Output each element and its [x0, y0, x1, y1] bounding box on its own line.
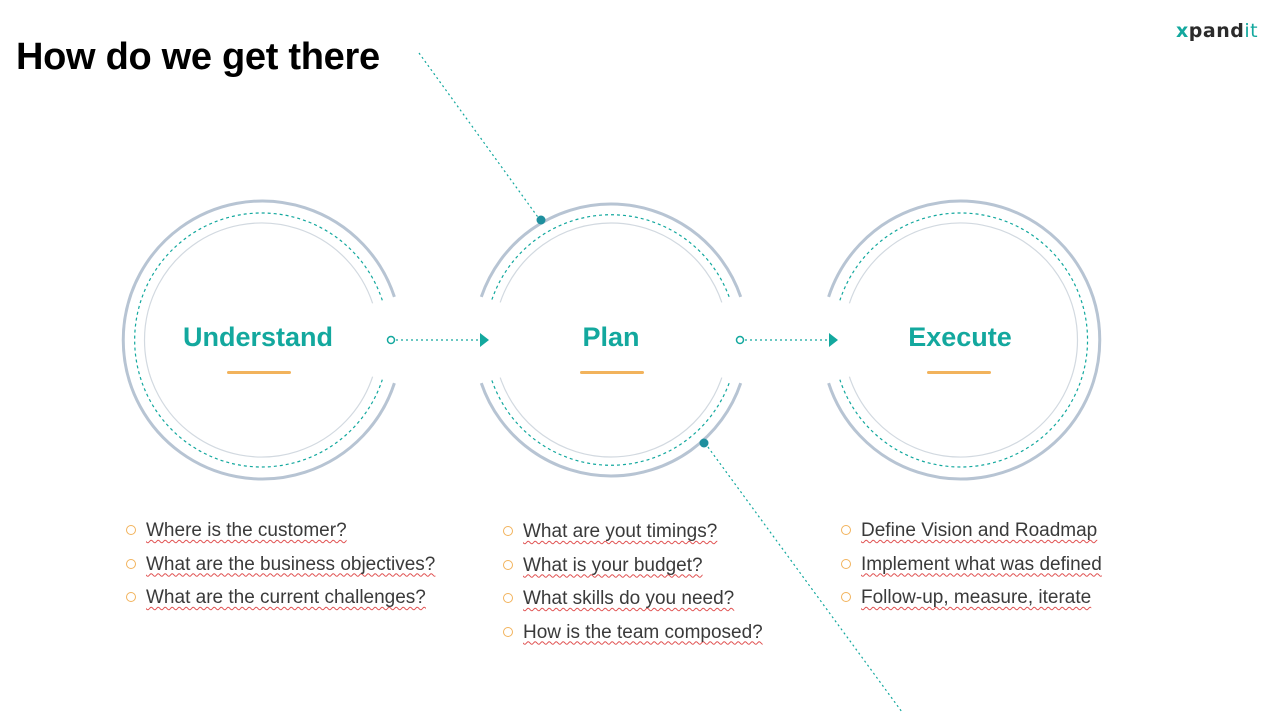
bullet-icon [841, 525, 851, 535]
execute-steps-list: Define Vision and Roadmap Implement what… [841, 520, 1102, 621]
stage-underline-plan [580, 371, 644, 374]
list-item: What are the business objectives? [126, 554, 435, 588]
bullet-icon [503, 626, 513, 637]
bullet-icon [503, 559, 513, 570]
list-item: What skills do you need? [503, 588, 763, 622]
stage-circle-plan [479, 202, 743, 478]
list-item: Where is the customer? [126, 520, 435, 554]
arrow-plan-to-execute [735, 333, 838, 347]
list-item: What are yout timings? [503, 521, 763, 555]
stage-label-understand: Understand [182, 322, 334, 352]
list-item: What are the current challenges? [126, 587, 435, 621]
list-item: How is the team composed? [503, 622, 763, 656]
arrow-understand-to-plan [386, 333, 489, 347]
stage-circle-understand [121, 199, 396, 481]
bullet-icon [841, 592, 851, 602]
list-item: Define Vision and Roadmap [841, 520, 1102, 554]
connector-line-top [418, 52, 541, 221]
bullet-icon [126, 525, 136, 535]
anchor-dot-top [536, 215, 546, 225]
list-item: Follow-up, measure, iterate [841, 587, 1102, 621]
bullet-icon [503, 593, 513, 603]
bullet-icon [126, 592, 136, 602]
plan-questions-list: What are yout timings? What is your budg… [503, 521, 763, 655]
xpandit-logo: xpandit [1176, 20, 1259, 42]
bullet-icon [503, 526, 513, 536]
stage-underline-execute [927, 371, 991, 374]
understand-questions-list: Where is the customer? What are the busi… [126, 520, 435, 621]
anchor-dot-bottom [699, 438, 709, 448]
list-item: What is your budget? [503, 555, 763, 589]
bullet-icon [841, 558, 851, 569]
stage-label-execute: Execute [908, 322, 1012, 352]
list-item: Implement what was defined [841, 554, 1102, 588]
page-title: How do we get there [16, 36, 380, 78]
stage-circle-execute [827, 199, 1102, 481]
bullet-icon [126, 558, 136, 569]
stage-label-plan: Plan [582, 322, 640, 352]
stage-underline-understand [227, 371, 291, 374]
connector-line-bottom [704, 442, 903, 713]
